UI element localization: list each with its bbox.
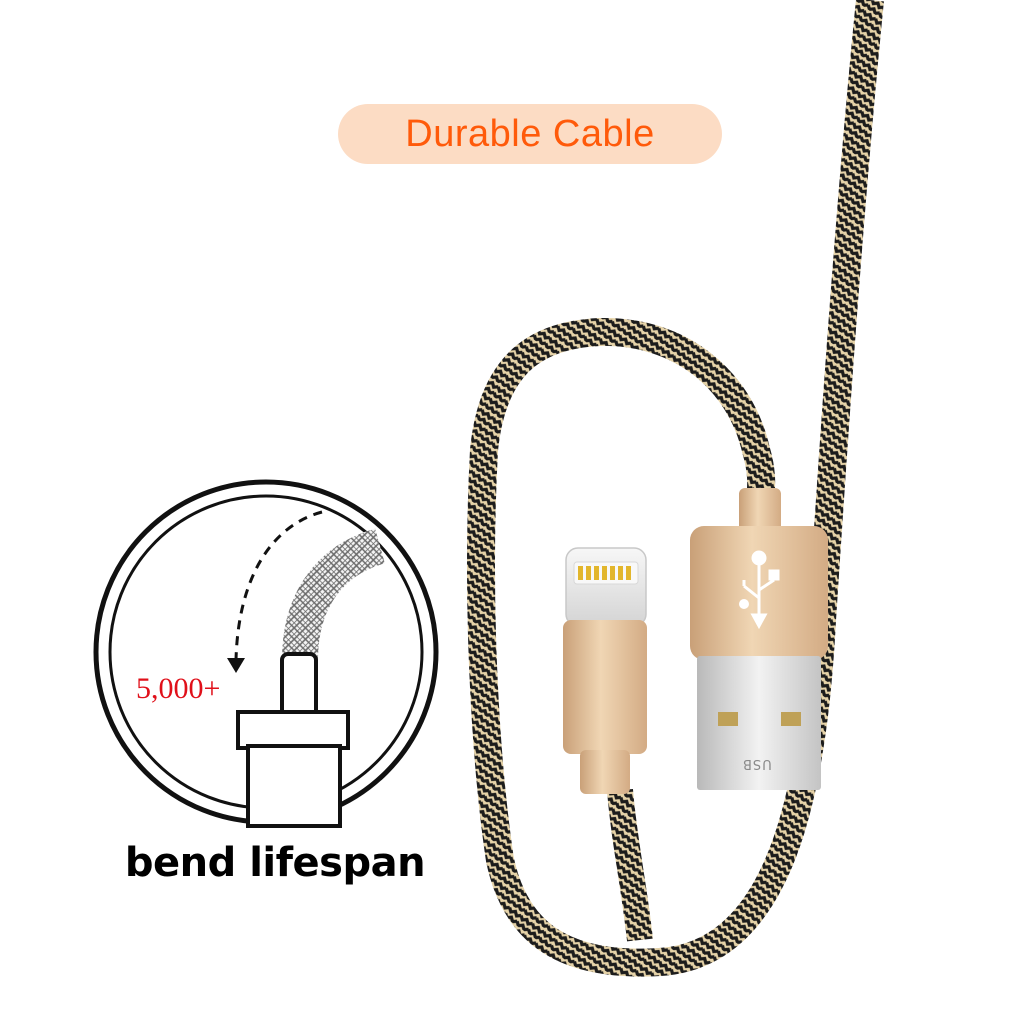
lightning-connector (563, 547, 647, 794)
bend-illustration (93, 479, 439, 828)
usb-mark-label: USB (742, 756, 772, 771)
usb-trident-icon (739, 550, 780, 630)
usb-a-connector (690, 488, 828, 790)
bend-lifespan-caption: bend lifespan (124, 840, 426, 886)
title-banner: Durable Cable (338, 104, 722, 164)
title-text: Durable Cable (405, 112, 655, 155)
curved-arrow-icon (234, 510, 323, 661)
bend-count-label: 5,000+ (134, 672, 223, 706)
